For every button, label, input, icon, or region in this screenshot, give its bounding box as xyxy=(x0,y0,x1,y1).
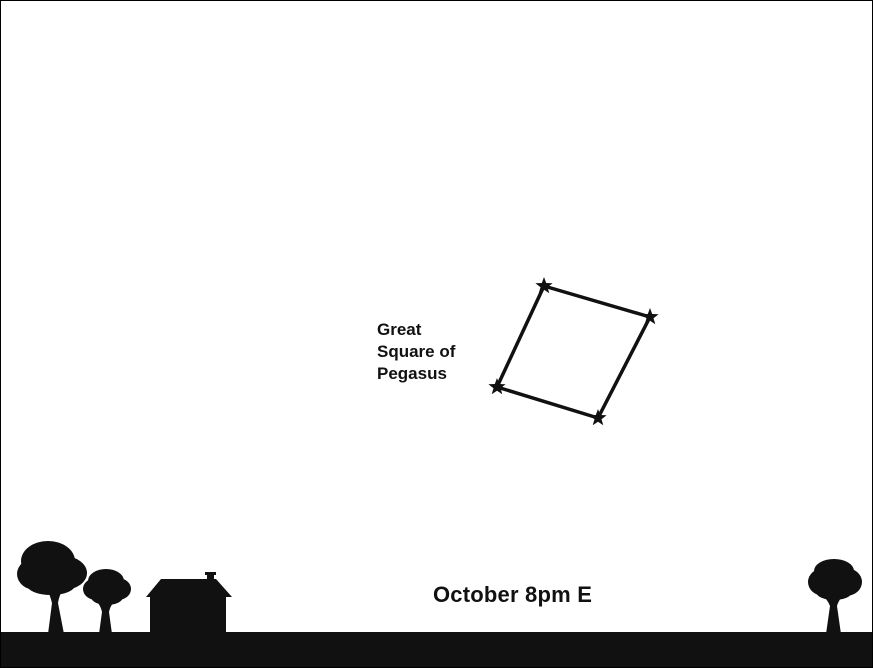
star-icon xyxy=(589,409,606,425)
tree-icon xyxy=(83,569,131,634)
tree-icon xyxy=(17,541,87,634)
asterism-lines xyxy=(497,286,650,418)
asterism-edge xyxy=(497,286,544,387)
tree-icon xyxy=(808,559,862,634)
constellation-label-line: Pegasus xyxy=(377,363,455,385)
asterism-edge xyxy=(497,387,598,418)
star-icon xyxy=(488,378,505,394)
star-icon xyxy=(535,277,552,293)
constellation-label-line: Great xyxy=(377,319,455,341)
ground xyxy=(1,632,873,668)
constellation-label-line: Square of xyxy=(377,341,455,363)
asterism-edge xyxy=(598,317,650,418)
asterism-edge xyxy=(544,286,650,317)
house-icon xyxy=(146,572,232,634)
chart-caption: October 8pm E xyxy=(433,582,592,608)
constellation-label: Great Square of Pegasus xyxy=(377,319,455,385)
star-icon xyxy=(641,308,658,324)
